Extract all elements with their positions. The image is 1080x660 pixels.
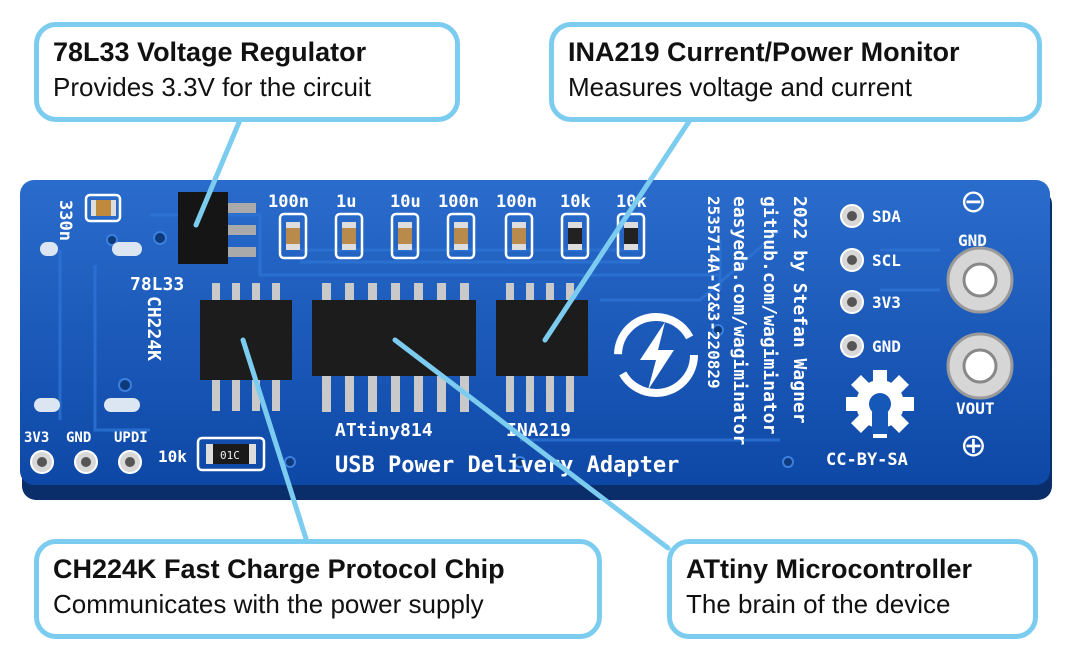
callout-text: The brain of the device <box>686 589 951 619</box>
ch224k-label: CH224K <box>143 296 164 361</box>
resistor-label: 10k <box>560 192 591 212</box>
attiny-label: ATtiny814 <box>335 420 433 441</box>
cap-label: 1u <box>336 192 356 212</box>
callout-current-monitor: INA219 Current/Power Monitor Measures vo… <box>549 22 1042 122</box>
capacitor-row <box>278 212 646 260</box>
pin-label: SCL <box>872 251 901 270</box>
leader-line-attiny <box>392 337 671 551</box>
power-pin-label: GND <box>958 231 987 250</box>
minus-icon: ⊖ <box>960 182 987 220</box>
cap-label: 100n <box>496 192 537 212</box>
resistor-330-label: 330n <box>55 200 75 241</box>
callout-fast-charge-chip: CH224K Fast Charge Protocol Chip Communi… <box>34 539 602 639</box>
callout-title: CH224K Fast Charge Protocol Chip <box>53 554 505 584</box>
programming-header <box>30 450 142 474</box>
callout-microcontroller: ATtiny Microcontroller The brain of the … <box>667 539 1038 639</box>
callout-title: ATtiny Microcontroller <box>686 554 973 584</box>
prog-pin-label: UPDI <box>114 430 148 446</box>
credit-line: easyeda.com/wagiminator <box>729 196 750 445</box>
resistor-10k <box>196 436 266 472</box>
ina219-chip <box>496 283 588 412</box>
credit-line: 2535714A-Y2&3-220829 <box>704 196 723 389</box>
credit-line: 2022 by Stefan Wagner <box>789 196 810 424</box>
plus-icon: ⊕ <box>960 426 987 464</box>
board-title: USB Power Delivery Adapter <box>335 453 679 478</box>
prog-pin-label: 3V3 <box>24 430 49 446</box>
vout-terminal <box>946 332 1014 400</box>
leader-line-regulator <box>193 117 243 228</box>
callout-voltage-regulator: 78L33 Voltage Regulator Provides 3.3V fo… <box>34 22 460 122</box>
callout-text: Provides 3.3V for the circuit <box>53 72 371 102</box>
pin-label: GND <box>872 337 901 356</box>
cap-label: 100n <box>268 192 309 212</box>
regulator-label: 78L33 <box>130 274 184 295</box>
prog-pin-label: GND <box>66 430 91 446</box>
pin-label: 3V3 <box>872 293 901 312</box>
resistor-10k-label: 10k <box>158 447 187 466</box>
power-pin-label: VOUT <box>956 399 995 418</box>
callout-text: Communicates with the power supply <box>53 589 484 619</box>
resistor-code: 01C <box>220 449 240 462</box>
callout-title: INA219 Current/Power Monitor <box>568 37 960 67</box>
leader-line-ch224k <box>240 337 311 548</box>
cap-label: 10u <box>390 192 421 212</box>
leader-line-ina219 <box>542 117 693 343</box>
open-hardware-icon <box>846 370 914 438</box>
lightning-logo <box>614 313 698 397</box>
resistor-330 <box>84 193 122 223</box>
gnd-terminal <box>946 246 1014 314</box>
cap-label: 100n <box>438 192 479 212</box>
license-label: CC-BY-SA <box>826 450 908 470</box>
callout-title: 78L33 Voltage Regulator <box>53 37 367 67</box>
credit-line: github.com/wagiminator <box>759 196 780 435</box>
pin-label: SDA <box>872 207 901 226</box>
i2c-header <box>840 204 864 358</box>
callout-text: Measures voltage and current <box>568 72 912 102</box>
ch224k-chip <box>200 283 292 411</box>
